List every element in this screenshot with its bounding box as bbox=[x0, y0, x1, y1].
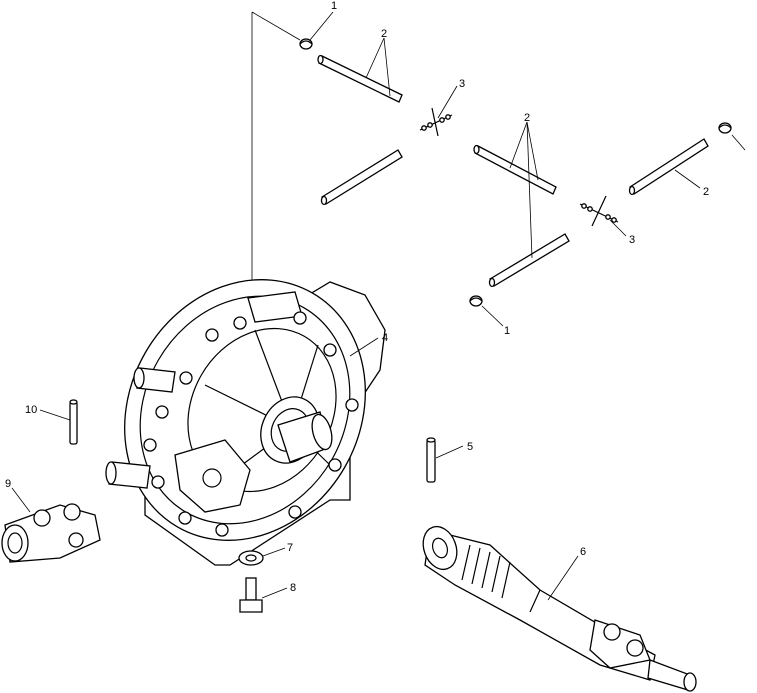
retainer-clip-lower bbox=[469, 295, 483, 307]
callout-2-upper: 2 bbox=[381, 28, 387, 40]
assembly-guide-line bbox=[251, 11, 301, 300]
dowel-pin-right bbox=[426, 437, 436, 483]
rod-far-right bbox=[628, 138, 709, 196]
rod-upper bbox=[317, 54, 403, 103]
retainer-clip-upper bbox=[299, 38, 313, 50]
callout-6: 6 bbox=[580, 546, 586, 558]
leader-lines bbox=[11, 11, 746, 601]
callout-10: 10 bbox=[25, 404, 37, 416]
dowel-pin-left bbox=[69, 399, 78, 445]
drive-shaft bbox=[422, 525, 697, 692]
rod-lower bbox=[488, 233, 570, 288]
callout-2-middle: 2 bbox=[524, 112, 530, 124]
callout-7: 7 bbox=[287, 542, 293, 554]
callout-8: 8 bbox=[290, 582, 296, 594]
callout-5: 5 bbox=[467, 441, 473, 453]
callout-3-upper: 3 bbox=[459, 78, 465, 90]
retainer-clip-right bbox=[718, 122, 732, 134]
rod-mid-right bbox=[473, 144, 557, 195]
rod-mid-left bbox=[320, 149, 403, 206]
callout-2-right: 2 bbox=[703, 186, 709, 198]
gearcase-housing bbox=[105, 279, 386, 566]
bolt bbox=[239, 577, 263, 613]
universal-joint-yoke bbox=[1, 503, 101, 563]
callout-1-lower: 1 bbox=[504, 325, 510, 337]
callout-9: 9 bbox=[5, 478, 11, 490]
callout-labels: 1 2 3 2 2 3 1 4 10 5 9 6 7 8 bbox=[5, 0, 709, 594]
cross-joint-lower bbox=[579, 195, 619, 227]
callout-3-lower: 3 bbox=[629, 234, 635, 246]
callout-1-upper: 1 bbox=[331, 0, 337, 12]
callout-4: 4 bbox=[382, 332, 388, 344]
washer bbox=[238, 550, 264, 566]
cross-joint-upper bbox=[419, 107, 453, 137]
